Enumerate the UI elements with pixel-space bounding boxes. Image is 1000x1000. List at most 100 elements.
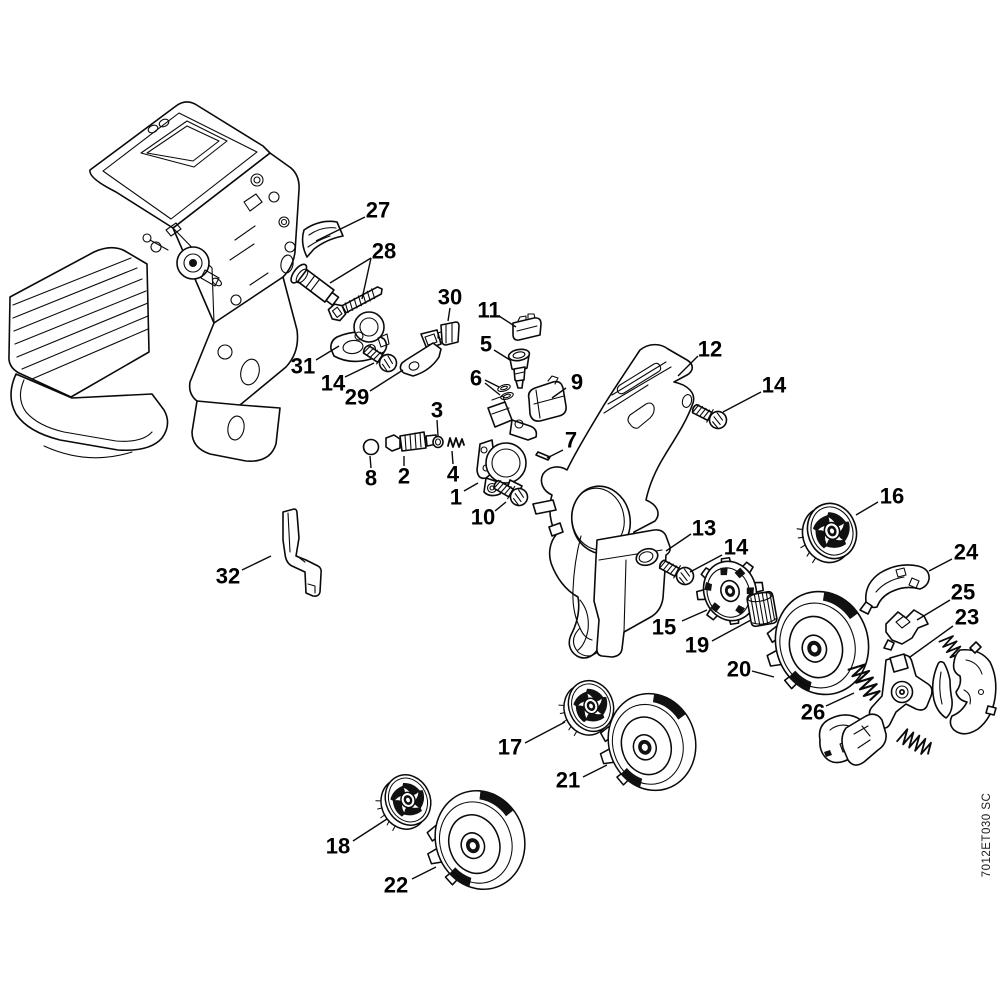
callout-leader-line [344,362,375,378]
callout-number[interactable]: 30 [438,285,462,310]
callout-28[interactable]: 28 [329,239,396,300]
callout-31[interactable]: 31 [291,345,340,379]
callout-23[interactable]: 23 [909,605,979,658]
callout-27[interactable]: 27 [315,198,390,242]
callout-leader-line [361,257,372,300]
callout-number[interactable]: 5 [480,332,492,357]
callout-leader-line [241,555,272,571]
callout-leader-line [484,382,501,396]
callout-4[interactable]: 4 [447,450,460,487]
callout-21[interactable]: 21 [556,764,608,793]
callout-number[interactable]: 18 [326,834,350,859]
callout-leader-line [494,501,507,512]
part-5-valve [507,348,531,389]
callout-7[interactable]: 7 [546,428,577,459]
callout-20[interactable]: 20 [727,657,775,682]
callout-17[interactable]: 17 [498,721,566,760]
part-14-screw-top [688,399,731,433]
part-30-retainer [437,321,460,346]
callout-number[interactable]: 1 [450,485,462,510]
callout-19[interactable]: 19 [685,619,752,658]
callout-number[interactable]: 4 [447,462,460,487]
callout-leader-line [711,619,752,642]
callout-number[interactable]: 22 [384,873,408,898]
callout-24[interactable]: 24 [928,540,979,572]
callout-14[interactable]: 14 [722,373,787,413]
callout-leader-line [546,449,564,459]
callout-26[interactable]: 26 [801,692,855,725]
callout-number[interactable]: 13 [692,516,716,541]
callout-15[interactable]: 15 [652,609,708,640]
part-8-ball [362,438,380,456]
callout-number[interactable]: 8 [365,466,377,491]
callout-5[interactable]: 5 [480,332,511,361]
callout-number[interactable]: 20 [727,657,751,682]
part-16-rim-sprocket [788,495,866,572]
callout-leader-line [825,692,855,707]
part-11-cap [512,313,542,341]
callout-number[interactable]: 19 [685,633,709,658]
callout-number[interactable]: 12 [698,337,722,362]
callout-number[interactable]: 14 [321,371,346,396]
callout-number[interactable]: 14 [724,535,749,560]
callout-number[interactable]: 26 [801,700,825,725]
callout-leader-line [524,721,566,744]
callout-12[interactable]: 12 [677,337,722,377]
callout-32[interactable]: 32 [216,555,272,589]
callout-8[interactable]: 8 [365,455,377,491]
callout-leader-line [329,257,372,284]
callout-25[interactable]: 25 [916,580,975,621]
callout-number[interactable]: 17 [498,735,522,760]
callout-14[interactable]: 14 [689,535,749,573]
part-13-side-plate [572,529,671,658]
clutch-shoes-lower [818,713,887,766]
callout-number[interactable]: 10 [471,505,495,530]
callout-13[interactable]: 13 [665,516,716,552]
callout-number[interactable]: 7 [565,428,577,453]
callout-leader-line [665,533,692,552]
callout-number[interactable]: 31 [291,354,315,379]
callout-number[interactable]: 29 [345,385,369,410]
callout-number[interactable]: 6 [470,366,482,391]
callout-number[interactable]: 27 [366,198,390,223]
callout-6[interactable]: 6 [470,366,501,396]
part-9-plug [527,375,567,422]
callout-1[interactable]: 1 [450,482,479,510]
callout-leader-line [677,355,699,377]
callout-leader-line [451,450,454,465]
callout-3[interactable]: 3 [431,398,443,437]
callout-number[interactable]: 14 [762,373,787,398]
callout-11[interactable]: 11 [477,298,517,328]
callout-leader-line [916,599,951,621]
callout-number[interactable]: 25 [951,580,975,605]
callout-number[interactable]: 15 [652,615,676,640]
callout-leader-line [855,501,879,516]
engine-assembly-drawing [8,101,300,462]
callout-number[interactable]: 28 [372,239,396,264]
callout-number[interactable]: 24 [954,540,979,565]
callout-9[interactable]: 9 [551,370,583,399]
callout-2[interactable]: 2 [398,456,410,489]
callout-leader-line [369,369,404,392]
callout-number[interactable]: 3 [431,398,443,423]
callout-22[interactable]: 22 [384,866,437,898]
callout-leader-line [315,216,366,242]
callout-18[interactable]: 18 [326,818,388,859]
callout-30[interactable]: 30 [438,285,462,322]
callout-10[interactable]: 10 [471,501,507,530]
callout-number[interactable]: 21 [556,768,580,793]
callout-number[interactable]: 9 [571,370,583,395]
callout-number[interactable]: 11 [477,298,500,323]
callout-14[interactable]: 14 [321,362,375,396]
callout-number[interactable]: 16 [880,484,904,509]
callout-29[interactable]: 29 [345,369,404,410]
callout-leader-line [369,455,372,469]
drawing-code: 7012ET030 SC [981,793,993,878]
callout-number[interactable]: 2 [398,464,410,489]
part-22-clutch-drum [411,777,540,907]
callout-number[interactable]: 23 [955,605,979,630]
callout-16[interactable]: 16 [855,484,904,516]
callout-number[interactable]: 32 [216,564,240,589]
